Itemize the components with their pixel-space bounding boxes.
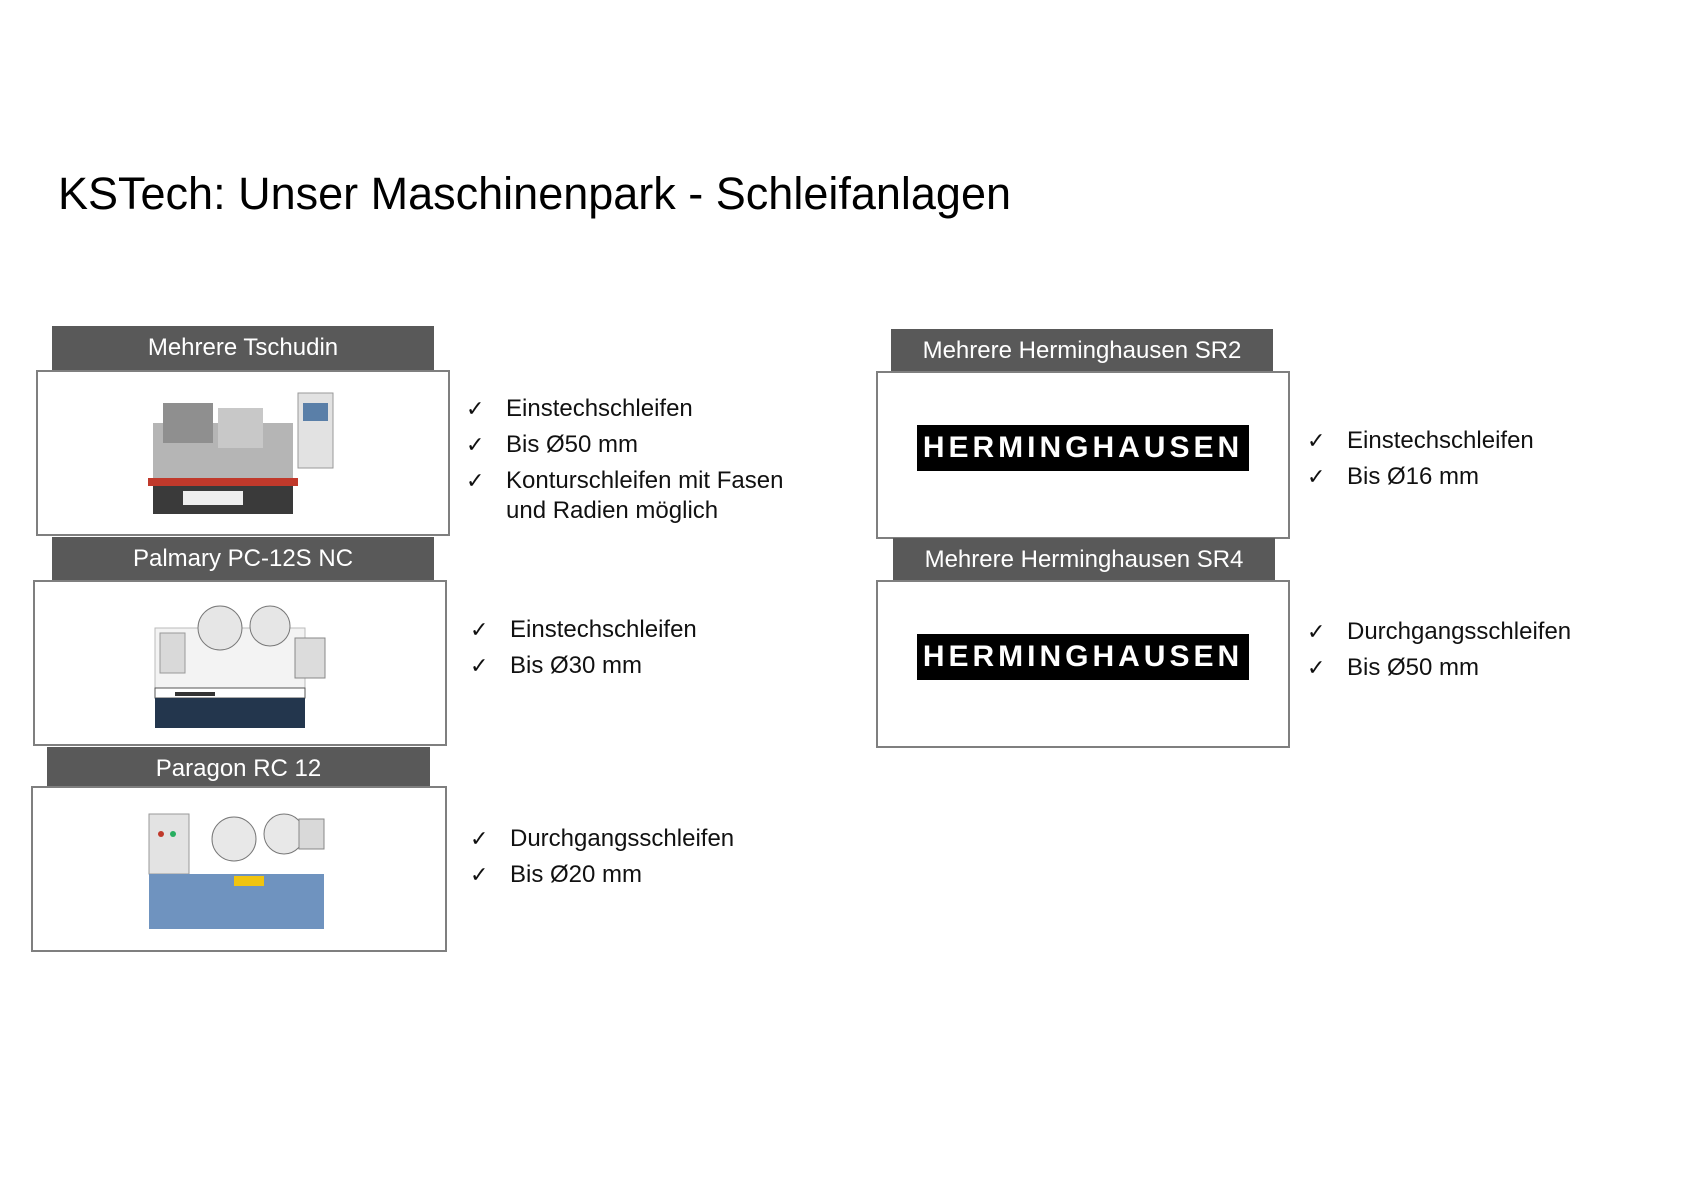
grinding-machine-image — [148, 392, 334, 514]
feature-item: ✓Bis Ø50 mm — [1307, 650, 1571, 686]
feature-item: ✓Einstechschleifen — [470, 612, 697, 648]
feature-item: ✓Bis Ø30 mm — [470, 648, 697, 684]
feature-item: ✓Einstechschleifen — [466, 391, 783, 427]
machine-image-box-herminghausen-sr4: HERMINGHAUSEN — [876, 580, 1290, 748]
machine-image-box-paragon — [31, 786, 447, 952]
grinding-machine-image — [148, 813, 325, 929]
check-icon: ✓ — [466, 432, 485, 457]
grinding-machine-image — [154, 605, 326, 728]
machine-image-box-palmary — [33, 580, 447, 746]
machine-label-herminghausen-sr4: Mehrere Herminghausen SR4 — [893, 538, 1275, 582]
feature-item: ✓Konturschleifen mit Fasen und Radien mö… — [466, 463, 783, 526]
herminghausen-logo: HERMINGHAUSEN — [917, 634, 1249, 680]
check-icon: ✓ — [1307, 619, 1326, 644]
check-icon: ✓ — [470, 826, 489, 851]
check-icon: ✓ — [466, 468, 485, 493]
feature-list-paragon: ✓Durchgangsschleifen ✓Bis Ø20 mm — [470, 821, 734, 893]
feature-item: ✓Einstechschleifen — [1307, 423, 1534, 459]
check-icon: ✓ — [470, 862, 489, 887]
check-icon: ✓ — [470, 617, 489, 642]
feature-item: ✓Durchgangsschleifen — [1307, 614, 1571, 650]
check-icon: ✓ — [1307, 464, 1326, 489]
machine-label-tschudin: Mehrere Tschudin — [52, 326, 434, 370]
check-icon: ✓ — [470, 653, 489, 678]
feature-list-palmary: ✓Einstechschleifen ✓Bis Ø30 mm — [470, 612, 697, 684]
feature-item: ✓Bis Ø16 mm — [1307, 459, 1534, 495]
check-icon: ✓ — [1307, 428, 1326, 453]
herminghausen-logo: HERMINGHAUSEN — [917, 425, 1249, 471]
feature-item: ✓Durchgangsschleifen — [470, 821, 734, 857]
machine-label-palmary: Palmary PC-12S NC — [52, 537, 434, 581]
machine-label-paragon: Paragon RC 12 — [47, 747, 430, 791]
machine-image-box-herminghausen-sr2: HERMINGHAUSEN — [876, 371, 1290, 539]
check-icon: ✓ — [1307, 655, 1326, 680]
feature-list-herminghausen-sr4: ✓Durchgangsschleifen ✓Bis Ø50 mm — [1307, 614, 1571, 686]
machine-label-herminghausen-sr2: Mehrere Herminghausen SR2 — [891, 329, 1273, 373]
machine-image-box-tschudin — [36, 370, 450, 536]
feature-list-herminghausen-sr2: ✓Einstechschleifen ✓Bis Ø16 mm — [1307, 423, 1534, 495]
feature-list-tschudin: ✓Einstechschleifen ✓Bis Ø50 mm ✓Kontursc… — [466, 391, 783, 526]
check-icon: ✓ — [466, 396, 485, 421]
feature-item: ✓Bis Ø20 mm — [470, 857, 734, 893]
feature-item: ✓Bis Ø50 mm — [466, 427, 783, 463]
page-title: KSTech: Unser Maschinenpark - Schleifanl… — [58, 168, 1011, 219]
